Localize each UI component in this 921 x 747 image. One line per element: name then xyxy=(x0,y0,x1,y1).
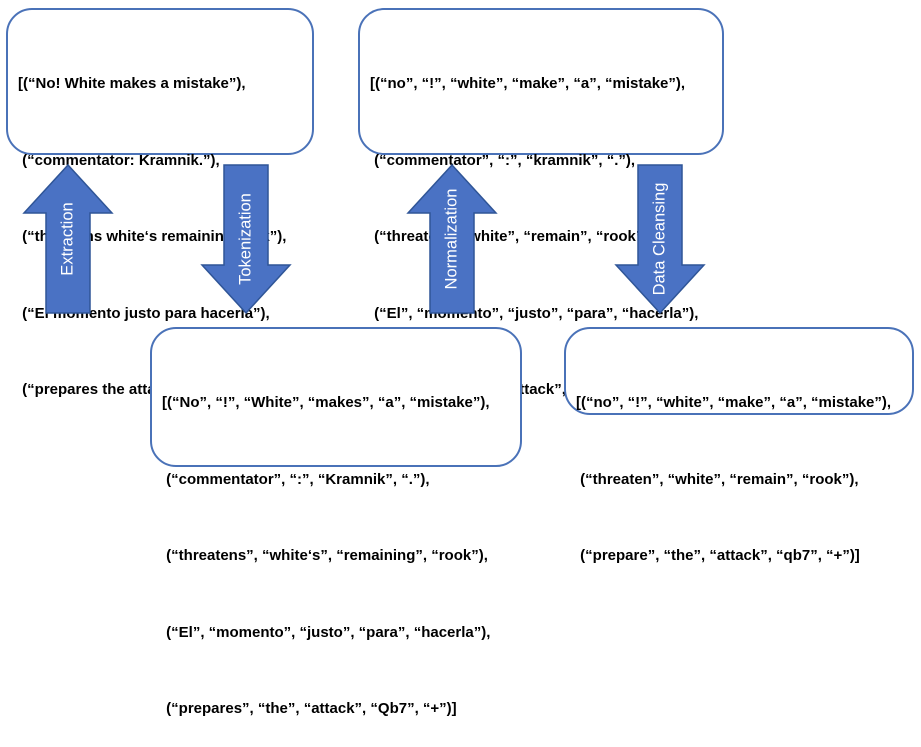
cleansed-line: [(“no”, “!”, “white”, “make”, “a”, “mist… xyxy=(576,394,892,411)
extracted-line: [(“No! White makes a mistake”), xyxy=(18,75,246,92)
arrow-down-icon xyxy=(200,164,292,315)
normalization-arrow: Normalization xyxy=(406,163,498,315)
arrow-body xyxy=(614,164,706,315)
tokenized-line: (“El”, “momento”, “justo”, “para”, “hace… xyxy=(162,623,491,641)
tokenized-line: (“commentator”, “:”, “Kramnik”, “.”), xyxy=(162,470,430,488)
tokenization-label: Tokenization xyxy=(236,193,255,285)
tokenized-box: [(“No”, “!”, “White”, “makes”, “a”, “mis… xyxy=(150,327,522,717)
extracted-text-box: [(“No! White makes a mistake”), (“commen… xyxy=(6,8,314,398)
tokenized-line: (“prepares”, “the”, “attack”, “Qb7”, “+”… xyxy=(162,700,457,717)
arrow-body xyxy=(200,164,292,315)
cleansed-tokens-box: [(“no”, “!”, “white”, “make”, “a”, “mist… xyxy=(564,327,914,564)
normalized-tokens-box: [(“no”, “!”, “white”, “make”, “a”, “mist… xyxy=(358,8,724,398)
tokenized-line: (“threatens”, “white‘s”, “remaining”, “r… xyxy=(162,547,488,564)
data-cleansing-arrow: Data Cleansing xyxy=(614,163,706,315)
arrow-body xyxy=(22,163,114,314)
normalized-line: (“commentator”, “:”, “kramnik”, “.”), xyxy=(370,151,636,169)
tokenized-line: [(“No”, “!”, “White”, “makes”, “a”, “mis… xyxy=(162,394,490,411)
extracted-line: (“El momento justo para hacerla”), xyxy=(18,304,270,322)
data-cleansing-label: Data Cleansing xyxy=(650,182,669,296)
arrow-up-icon xyxy=(406,163,498,314)
arrow-up-icon xyxy=(22,163,114,314)
cleansed-line: (“prepare”, “the”, “attack”, “qb7”, “+”)… xyxy=(576,547,860,564)
normalization-label: Normalization xyxy=(442,188,461,290)
extraction-arrow: Extraction xyxy=(22,163,114,315)
arrow-body xyxy=(406,163,498,314)
arrow-down-icon xyxy=(614,164,706,315)
normalized-line: [(“no”, “!”, “white”, “make”, “a”, “mist… xyxy=(370,75,686,92)
extracted-line: (“commentator: Kramnik.”), xyxy=(18,151,220,169)
cleansed-line: (“threaten”, “white”, “remain”, “rook”), xyxy=(576,470,859,488)
extraction-label: Extraction xyxy=(58,202,77,276)
tokenization-arrow: Tokenization xyxy=(200,163,292,315)
